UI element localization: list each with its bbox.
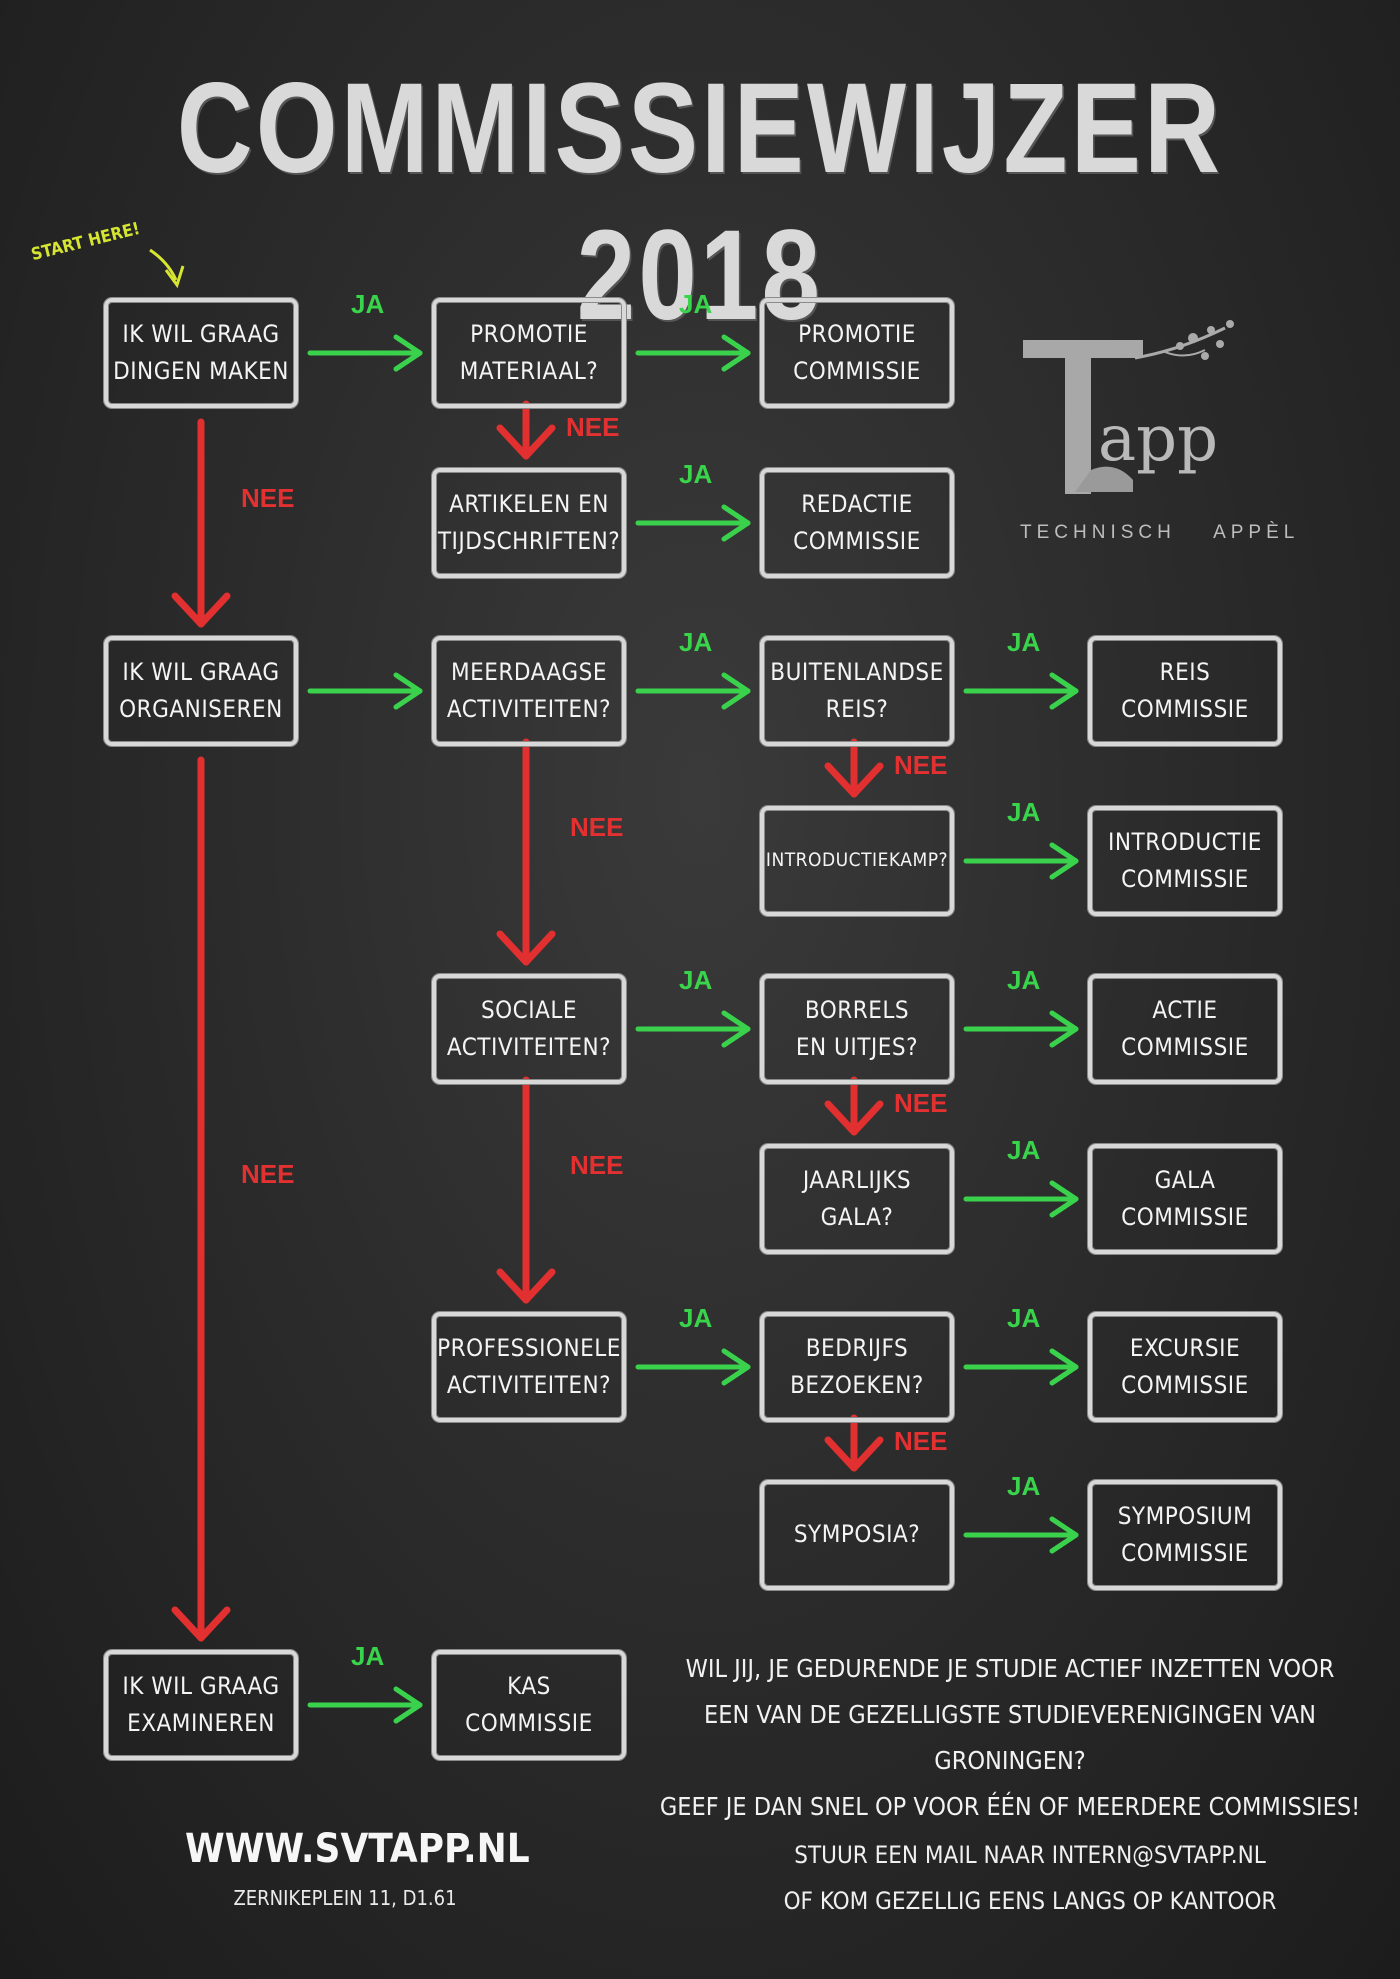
flow-node-n11: INTRODUCTIE COMMISSIE — [1088, 806, 1282, 916]
edge-arrowhead-n7-n8 — [721, 672, 751, 710]
tree-t-logo-icon — [1023, 320, 1234, 494]
edge-label-n8-n9: JA — [1007, 627, 1041, 657]
flow-node-n13: BORRELS EN UITJES? — [760, 974, 954, 1084]
edge-label-n10-n11: JA — [1007, 797, 1041, 827]
website-link[interactable]: WWW.SVTAPP.NL — [185, 1826, 530, 1872]
edge-label-n15-n16: JA — [1007, 1135, 1041, 1165]
flow-node-n22: IK WIL GRAAG EXAMINEREN — [104, 1650, 298, 1760]
edge-label-n6-n22: NEE — [241, 1159, 295, 1189]
edge-arrowhead-n12-n13 — [721, 1010, 751, 1048]
info-text: WIL JIJ, JE GEDURENDE JE STUDIE ACTIEF I… — [640, 1646, 1380, 1830]
edge-arrowhead-n2-n3 — [721, 334, 751, 372]
edge-arrowhead-n13-n15 — [824, 1100, 884, 1136]
edge-arrowhead-n1-n6 — [171, 592, 231, 628]
edge-arrowhead-n15-n16 — [1049, 1180, 1079, 1218]
flow-node-n21: SYMPOSIUM COMMISSIE — [1088, 1480, 1282, 1590]
flow-node-n4: ARTIKELEN EN TIJDSCHRIFTEN? — [432, 468, 626, 578]
flow-node-n5: REDACTIE COMMISSIE — [760, 468, 954, 578]
flow-node-n10: INTRODUCTIEKAMP? — [760, 806, 954, 916]
logo-wordmark: app — [1098, 402, 1219, 476]
flow-node-n16: GALA COMMISSIE — [1088, 1144, 1282, 1254]
flow-node-n9: REIS COMMISSIE — [1088, 636, 1282, 746]
edge-arrowhead-n1-n2 — [393, 334, 423, 372]
page-title: COMMISSIEWIJZER 2018 — [176, 57, 1224, 347]
edge-label-n18-n20: NEE — [894, 1426, 948, 1456]
edge-arrowhead-n8-n10 — [824, 762, 884, 798]
flow-node-n3: PROMOTIE COMMISSIE — [760, 298, 954, 408]
edge-arrowhead-n13-n14 — [1049, 1010, 1079, 1048]
edge-arrowhead-n18-n20 — [824, 1436, 884, 1472]
flow-node-n14: ACTIE COMMISSIE — [1088, 974, 1282, 1084]
edge-label-n7-n12: NEE — [570, 812, 624, 842]
flow-node-n18: BEDRIJFS BEZOEKEN? — [760, 1312, 954, 1422]
info-line: GEEF JE DAN SNEL OP VOOR ÉÉN OF MEERDERE… — [659, 1792, 1361, 1821]
flow-node-n7: MEERDAAGSE ACTIVITEITEN? — [432, 636, 626, 746]
contact-text: STUUR EEN MAIL NAAR INTERN@SVTAPP.NL OF … — [720, 1832, 1340, 1924]
logo-subtitle: TECHNISCH APPÈL — [1020, 522, 1300, 543]
edge-label-n4-n5: JA — [679, 459, 713, 489]
edge-label-n12-n13: JA — [679, 965, 713, 995]
edge-label-n12-n17: NEE — [570, 1150, 624, 1180]
info-line: EEN VAN DE GEZELLIGSTE STUDIEVERENIGINGE… — [704, 1700, 1316, 1775]
edge-label-n20-n21: JA — [1007, 1471, 1041, 1501]
flow-node-n6: IK WIL GRAAG ORGANISEREN — [104, 636, 298, 746]
edge-label-n7-n8: JA — [679, 627, 713, 657]
edge-arrowhead-n6-n22 — [171, 1606, 231, 1642]
start-pointer-arrowhead — [164, 265, 185, 289]
flow-node-n2: PROMOTIE MATERIAAL? — [432, 298, 626, 408]
edge-arrowhead-n10-n11 — [1049, 842, 1079, 880]
edge-arrowhead-n22-n23 — [393, 1686, 423, 1724]
edge-arrowhead-n4-n5 — [721, 504, 751, 542]
edge-label-n8-n10: NEE — [894, 750, 948, 780]
edge-label-n22-n23: JA — [351, 1641, 385, 1671]
edge-label-n13-n15: NEE — [894, 1088, 948, 1118]
edge-label-n13-n14: JA — [1007, 965, 1041, 995]
edge-label-n2-n3: JA — [679, 289, 713, 319]
edge-label-n2-n4: NEE — [566, 412, 620, 442]
edge-arrowhead-n8-n9 — [1049, 672, 1079, 710]
edge-arrowhead-n6-n7 — [393, 672, 423, 710]
flow-node-n12: SOCIALE ACTIVITEITEN? — [432, 974, 626, 1084]
flow-node-n23: KAS COMMISSIE — [432, 1650, 626, 1760]
contact-line: OF KOM GEZELLIG EENS LANGS OP KANTOOR — [783, 1887, 1277, 1915]
edge-label-n17-n18: JA — [679, 1303, 713, 1333]
edge-arrowhead-n18-n19 — [1049, 1348, 1079, 1386]
flow-node-n1: IK WIL GRAAG DINGEN MAKEN — [104, 298, 298, 408]
edge-arrowhead-n20-n21 — [1049, 1516, 1079, 1554]
edge-label-n1-n2: JA — [351, 289, 385, 319]
contact-line: STUUR EEN MAIL NAAR INTERN@SVTAPP.NL — [794, 1841, 1266, 1869]
flow-node-n8: BUITENLANDSE REIS? — [760, 636, 954, 746]
flow-node-n20: SYMPOSIA? — [760, 1480, 954, 1590]
edge-arrowhead-n12-n17 — [496, 1268, 556, 1304]
edge-label-n18-n19: JA — [1007, 1303, 1041, 1333]
address-text: ZERNIKEPLEIN 11, D1.61 — [233, 1886, 457, 1910]
start-pointer-arrow — [149, 248, 178, 281]
edge-arrowhead-n7-n12 — [496, 930, 556, 966]
edge-label-n1-n6: NEE — [241, 483, 295, 513]
flow-node-n17: PROFESSIONELE ACTIVITEITEN? — [432, 1312, 626, 1422]
edge-arrowhead-n2-n4 — [496, 424, 556, 460]
flow-node-n19: EXCURSIE COMMISSIE — [1088, 1312, 1282, 1422]
info-line: WIL JIJ, JE GEDURENDE JE STUDIE ACTIEF I… — [685, 1654, 1335, 1683]
edge-arrowhead-n17-n18 — [721, 1348, 751, 1386]
flow-node-n15: JAARLIJKS GALA? — [760, 1144, 954, 1254]
